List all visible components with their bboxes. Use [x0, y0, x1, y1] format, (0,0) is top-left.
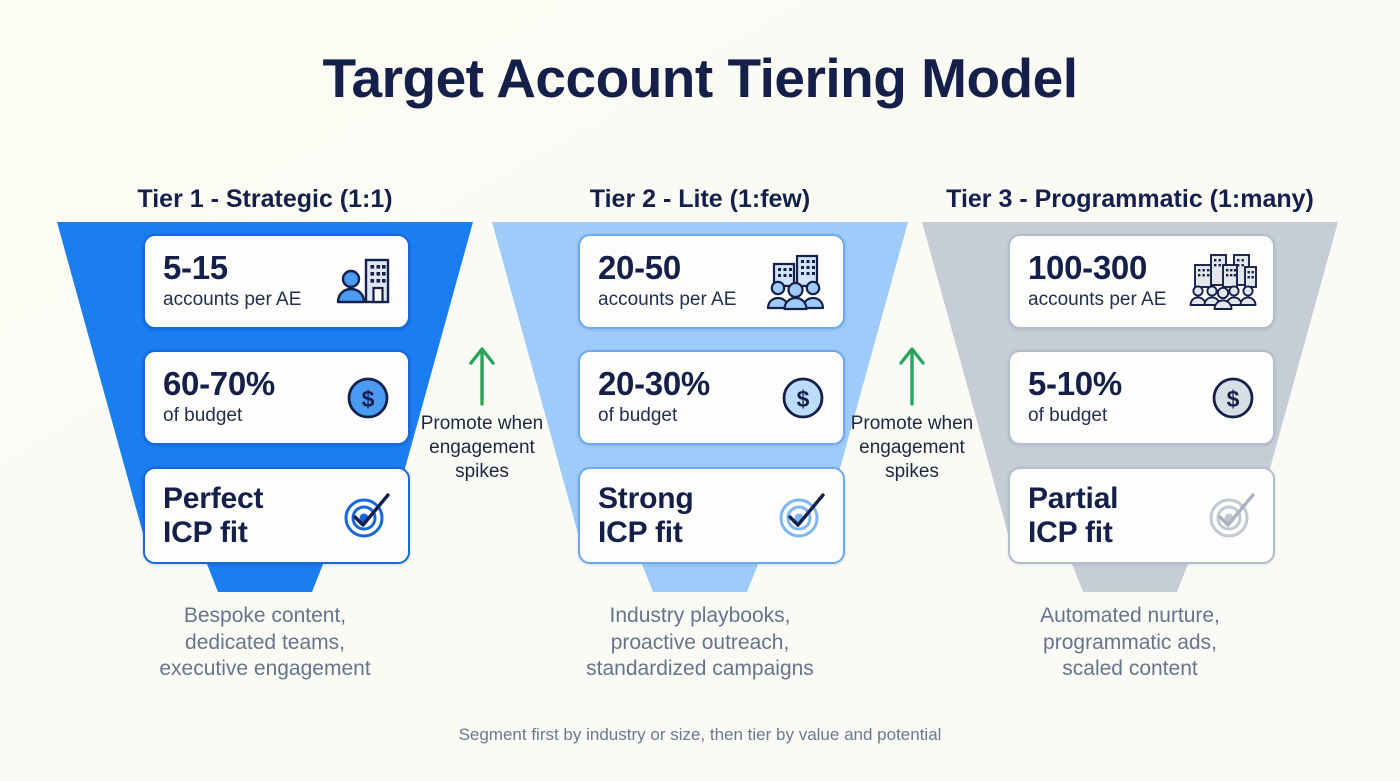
- tier-3-accounts-value: 100-300: [1028, 248, 1148, 286]
- tier-2-cards: 20-50 accounts per AE: [485, 222, 915, 632]
- tier-3-fit-line2: ICP fit: [1028, 515, 1113, 549]
- promote-label-1: Promote when engagement spikes: [412, 412, 552, 484]
- tier-3-footer-line2: programmatic ads,: [1043, 630, 1217, 654]
- tier-3-footer-line1: Automated nurture,: [1040, 604, 1220, 627]
- promote-2-line3: spikes: [885, 460, 939, 482]
- tier-3-accounts-label: accounts per AE: [1028, 288, 1167, 310]
- tier-1-fit-line2: ICP fit: [163, 515, 248, 549]
- tier-3-accounts-card[interactable]: 100-300 accounts per AE: [1008, 234, 1275, 329]
- arrow-up-icon: [842, 340, 982, 406]
- tier-2-accounts-card[interactable]: 20-50 accounts per AE: [578, 234, 845, 329]
- tier-2-fit-card[interactable]: Strong ICP fit: [578, 467, 845, 564]
- dollar-coin-icon: $: [344, 374, 392, 422]
- tier-2-accounts-value: 20-50: [598, 248, 681, 286]
- tier-3-fit-line1: Partial: [1028, 481, 1119, 515]
- tier-2-heading: Tier 2 - Lite (1:few): [589, 185, 811, 213]
- dollar-coin-icon: $: [779, 374, 827, 422]
- tier-2-budget-card[interactable]: 20-30% of budget $: [578, 350, 845, 445]
- svg-text:$: $: [797, 386, 810, 412]
- tier-1-cards: 5-15 accounts per AE: [50, 222, 480, 632]
- tier-1-footer-line2: dedicated teams,: [185, 630, 345, 654]
- tier-3-cards: 100-300 accounts per AE: [915, 222, 1345, 632]
- promote-1-line1: Promote when: [420, 413, 544, 434]
- promote-2-line1: Promote when: [850, 413, 974, 434]
- tier-1-footer: Bespoke content, dedicated teams, execut…: [50, 603, 480, 683]
- tier-1-accounts-value: 5-15: [163, 248, 228, 286]
- tier-1-fit-card[interactable]: Perfect ICP fit: [143, 467, 410, 564]
- tier-3-heading: Tier 3 - Programmatic (1:many): [946, 185, 1314, 213]
- person-building-icon: [336, 254, 392, 310]
- svg-text:$: $: [1227, 386, 1240, 412]
- tier-2-fit-line1: Strong: [598, 481, 694, 515]
- tier-1-budget-card[interactable]: 60-70% of budget $: [143, 350, 410, 445]
- target-check-icon: [1205, 490, 1257, 542]
- arrow-up-icon: [412, 340, 552, 406]
- target-check-icon: [775, 490, 827, 542]
- tier-1-budget-value: 60-70%: [163, 364, 275, 402]
- footer-note: Segment first by industry or size, then …: [458, 725, 942, 744]
- promote-label-2: Promote when engagement spikes: [842, 412, 982, 484]
- tier-3-budget-value: 5-10%: [1028, 364, 1122, 402]
- tier-1-fit-line1: Perfect: [163, 481, 264, 515]
- tier-3-fit-card[interactable]: Partial ICP fit: [1008, 467, 1275, 564]
- tier-3-footer-line3: scaled content: [1062, 657, 1198, 681]
- tier-1-accounts-label: accounts per AE: [163, 288, 302, 310]
- tier-1-heading: Tier 1 - Strategic (1:1): [137, 185, 393, 213]
- tier-1-footer-line1: Bespoke content,: [183, 604, 347, 627]
- promote-connector-2: Promote when engagement spikes: [842, 340, 982, 484]
- tier-2-accounts-label: accounts per AE: [598, 288, 737, 310]
- tier-column-1: Tier 1 - Strategic (1:1) 5-15 accounts p…: [50, 185, 480, 680]
- svg-text:$: $: [362, 386, 375, 412]
- tier-2-budget-value: 20-30%: [598, 364, 710, 402]
- crowd-cityscape-icon: [1189, 253, 1257, 311]
- tier-column-3: Tier 3 - Programmatic (1:many) 100-300 a…: [915, 185, 1345, 680]
- tier-2-budget-label: of budget: [598, 404, 678, 426]
- promote-1-line2: engagement: [429, 436, 535, 458]
- tier-3-budget-label: of budget: [1028, 404, 1108, 426]
- target-check-icon: [340, 490, 392, 542]
- tier-3-budget-card[interactable]: 5-10% of budget $: [1008, 350, 1275, 445]
- tier-1-footer-line3: executive engagement: [159, 657, 371, 681]
- people-buildings-icon: [765, 253, 827, 311]
- page-title: Target Account Tiering Model: [322, 47, 1078, 109]
- tier-2-footer-line2: proactive outreach,: [610, 630, 790, 654]
- tier-1-accounts-card[interactable]: 5-15 accounts per AE: [143, 234, 410, 329]
- tier-3-footer: Automated nurture, programmatic ads, sca…: [915, 603, 1345, 683]
- dollar-coin-icon: $: [1209, 374, 1257, 422]
- tier-2-footer-line3: standardized campaigns: [586, 657, 814, 681]
- tier-1-budget-label: of budget: [163, 404, 243, 426]
- tier-2-fit-line2: ICP fit: [598, 515, 683, 549]
- promote-2-line2: engagement: [859, 436, 965, 458]
- tier-2-footer-line1: Industry playbooks,: [609, 604, 791, 627]
- promote-connector-1: Promote when engagement spikes: [412, 340, 552, 484]
- tier-2-footer: Industry playbooks, proactive outreach, …: [485, 603, 915, 683]
- tier-column-2: Tier 2 - Lite (1:few) 20-50 accounts per…: [485, 185, 915, 680]
- promote-1-line3: spikes: [455, 460, 509, 482]
